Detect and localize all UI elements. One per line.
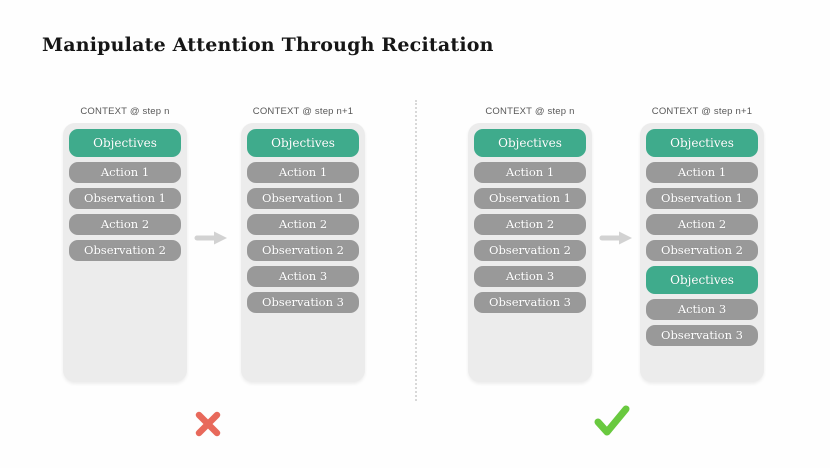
context-item: Action 3 <box>474 266 586 287</box>
context-column-right-step-n1: CONTEXT @ step n+1 Objectives Action 1 O… <box>640 105 764 382</box>
context-box: Objectives Action 1 Observation 1 Action… <box>241 123 365 382</box>
context-item: Observation 1 <box>69 188 181 209</box>
context-item: Observation 1 <box>646 188 758 209</box>
context-header: CONTEXT @ step n <box>485 106 575 117</box>
vertical-divider <box>415 100 417 401</box>
context-item: Observation 2 <box>646 240 758 261</box>
context-item: Action 1 <box>474 162 586 183</box>
context-item: Action 2 <box>646 214 758 235</box>
arrow-right-icon <box>194 230 230 251</box>
context-header: CONTEXT @ step n+1 <box>651 106 753 117</box>
context-item: Objectives <box>646 266 758 294</box>
context-box: Objectives Action 1 Observation 1 Action… <box>63 123 187 382</box>
check-icon <box>590 402 632 445</box>
context-box: Objectives Action 1 Observation 1 Action… <box>468 123 592 382</box>
context-item: Action 3 <box>646 299 758 320</box>
cross-icon <box>193 409 223 444</box>
context-item: Observation 3 <box>646 325 758 346</box>
context-item: Observation 2 <box>247 240 359 261</box>
context-column-left-step-n: CONTEXT @ step n Objectives Action 1 Obs… <box>63 105 187 382</box>
context-item: Action 1 <box>646 162 758 183</box>
context-item: Objectives <box>646 129 758 157</box>
context-item: Action 2 <box>69 214 181 235</box>
context-box: Objectives Action 1 Observation 1 Action… <box>640 123 764 382</box>
context-item: Action 2 <box>247 214 359 235</box>
page-title: Manipulate Attention Through Recitation <box>42 34 494 56</box>
context-header: CONTEXT @ step n <box>80 106 170 117</box>
context-item: Observation 3 <box>247 292 359 313</box>
context-item: Observation 1 <box>474 188 586 209</box>
context-header: CONTEXT @ step n+1 <box>252 106 354 117</box>
context-item: Observation 2 <box>474 240 586 261</box>
context-item: Action 3 <box>247 266 359 287</box>
context-item: Action 1 <box>69 162 181 183</box>
context-item: Action 1 <box>247 162 359 183</box>
context-item: Objectives <box>474 129 586 157</box>
context-column-right-step-n: CONTEXT @ step n Objectives Action 1 Obs… <box>468 105 592 382</box>
context-item: Observation 3 <box>474 292 586 313</box>
context-item: Observation 2 <box>69 240 181 261</box>
context-item: Action 2 <box>474 214 586 235</box>
context-column-left-step-n1: CONTEXT @ step n+1 Objectives Action 1 O… <box>241 105 365 382</box>
context-item: Objectives <box>69 129 181 157</box>
context-item: Objectives <box>247 129 359 157</box>
context-item: Observation 1 <box>247 188 359 209</box>
arrow-right-icon <box>599 230 635 251</box>
